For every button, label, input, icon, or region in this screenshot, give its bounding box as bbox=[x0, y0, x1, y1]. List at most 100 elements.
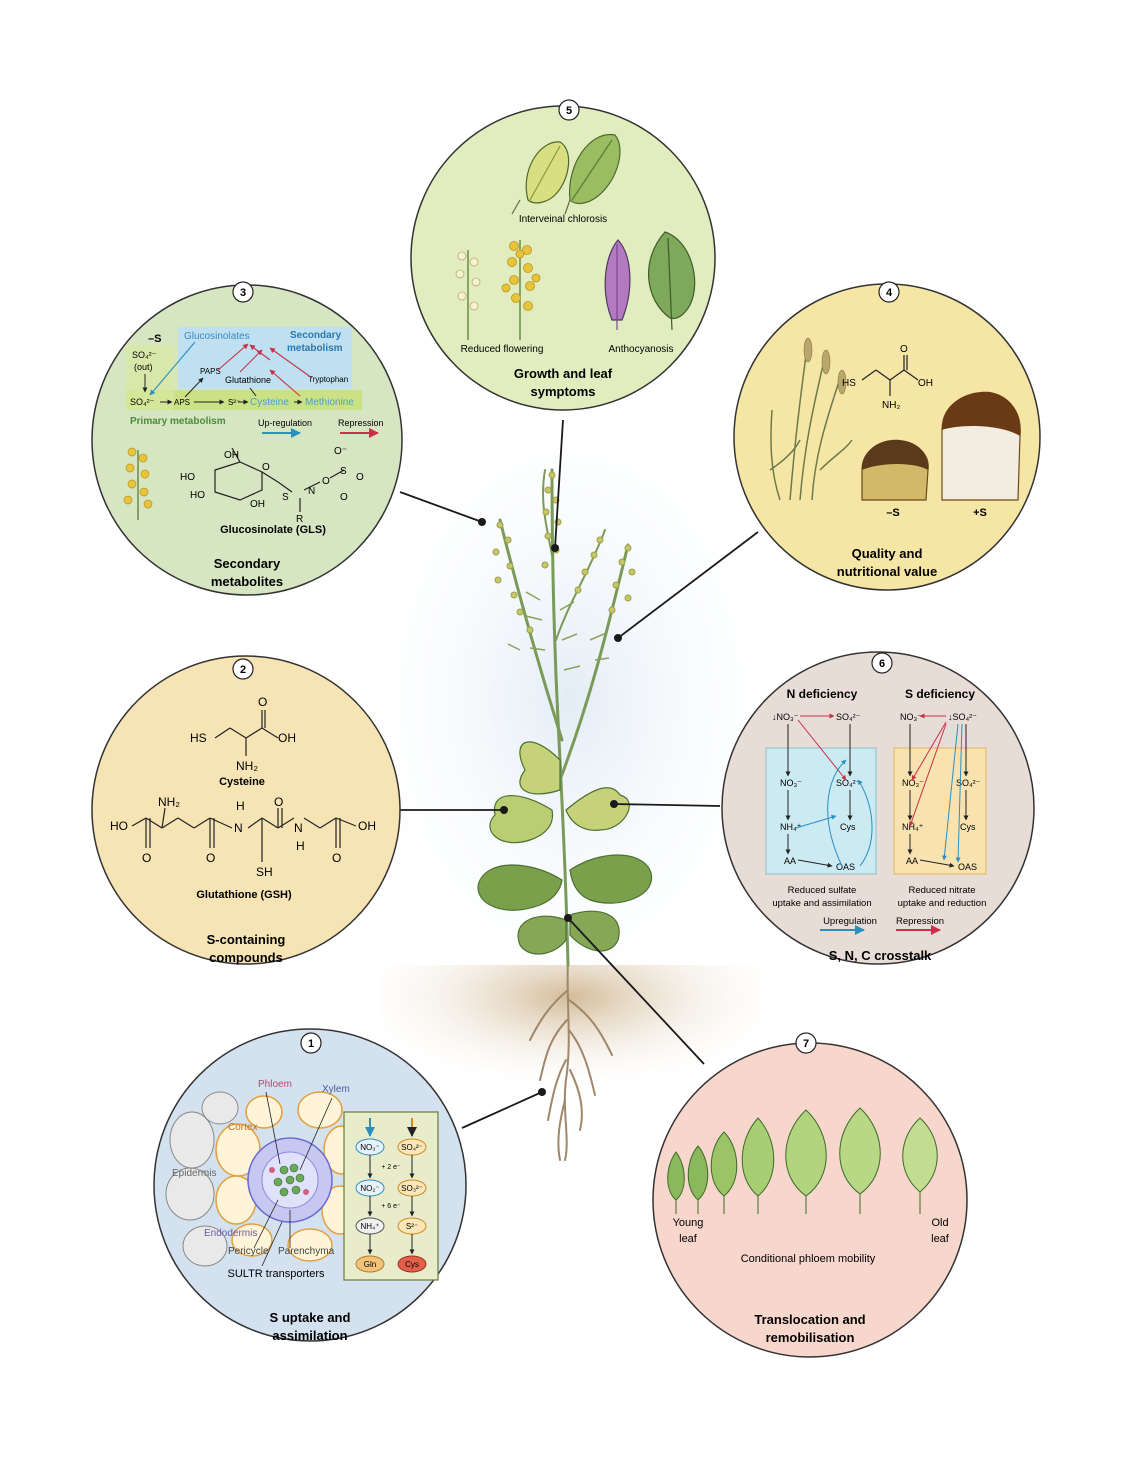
nitrate-pathway: NO₃⁻ NO₂⁻ NH₄⁺ Gln bbox=[355, 1138, 385, 1273]
svg-text:NH₂: NH₂ bbox=[158, 795, 180, 809]
minus-s-label: –S bbox=[148, 333, 161, 345]
svg-text:OAS: OAS bbox=[836, 862, 855, 872]
svg-text:O: O bbox=[258, 695, 267, 709]
bread-minus-s-icon bbox=[861, 439, 929, 501]
panel-quality-nutritional-value: 4 HS O OH NH₂ bbox=[733, 281, 1041, 591]
svg-text:Cys: Cys bbox=[405, 1260, 419, 1269]
svg-text:NO₃⁻: NO₃⁻ bbox=[360, 1143, 379, 1152]
so4-out-sub: (out) bbox=[134, 362, 153, 372]
primary-metabolism-label: Primary metabolism bbox=[130, 416, 226, 427]
svg-text:NH₂: NH₂ bbox=[236, 759, 258, 773]
svg-text:O: O bbox=[340, 492, 348, 503]
panel-secondary-metabolites: 3 –S SO₄²⁻ (out) SO₄²⁻ APS PAPS S²⁻ Glut… bbox=[91, 281, 403, 596]
panel-title-line-1: S uptake and bbox=[270, 1310, 351, 1325]
upregulation-label: Up-regulation bbox=[258, 418, 312, 428]
svg-text:NH₂: NH₂ bbox=[882, 400, 900, 411]
panel-title: S, N, C crosstalk bbox=[829, 948, 932, 963]
panel-number-badge bbox=[232, 281, 254, 303]
background bbox=[340, 370, 800, 1125]
svg-text:NH₄⁺: NH₄⁺ bbox=[780, 822, 802, 832]
svg-text:SO₄²⁻: SO₄²⁻ bbox=[836, 778, 861, 788]
glucosinolates-label: Glucosinolates bbox=[184, 331, 250, 342]
svg-text:Endodermis: Endodermis bbox=[204, 1228, 257, 1239]
panel-translocation-remobilisation: 7 Young leaf Old leaf Conditional phloem… bbox=[652, 1032, 968, 1358]
svg-text:AA: AA bbox=[906, 856, 918, 866]
svg-text:Cys: Cys bbox=[840, 822, 856, 832]
svg-text:NH₄⁺: NH₄⁺ bbox=[902, 822, 924, 832]
cysteine-structure bbox=[214, 710, 279, 756]
svg-text:leaf: leaf bbox=[679, 1233, 698, 1245]
svg-text:OH: OH bbox=[278, 731, 296, 745]
panel-circle bbox=[91, 655, 401, 965]
svg-text:HS: HS bbox=[842, 378, 856, 389]
secondary-metabolism-label: Secondary bbox=[290, 330, 342, 341]
connector-dots bbox=[478, 518, 622, 1096]
svg-text:O: O bbox=[262, 462, 270, 473]
sulfate-pathway: SO₄²⁻ SO₃²⁻ S²⁻ Cys bbox=[397, 1138, 427, 1273]
svg-text:N: N bbox=[308, 486, 315, 497]
panel-number-badge bbox=[300, 1032, 322, 1054]
svg-text:O: O bbox=[206, 851, 215, 865]
assimilation-box bbox=[343, 1111, 439, 1281]
svg-text:NO₂⁻: NO₂⁻ bbox=[360, 1184, 379, 1193]
svg-text:NO₃⁻: NO₃⁻ bbox=[900, 712, 922, 722]
paps-label: PAPS bbox=[200, 367, 221, 376]
reduced-flowering-icon bbox=[455, 240, 541, 340]
secondary-metabolism-label-2: metabolism bbox=[287, 343, 343, 354]
panel-number-badge bbox=[232, 658, 254, 680]
cysteine-structure bbox=[861, 355, 919, 396]
connectors bbox=[399, 419, 759, 1129]
panel-number-badge bbox=[878, 281, 900, 303]
svg-text:OH: OH bbox=[918, 378, 933, 389]
svg-text:HO: HO bbox=[190, 490, 205, 501]
panel-number: 6 bbox=[879, 658, 885, 670]
anthocyanosis-leaves-icon bbox=[604, 231, 696, 331]
panel-title-line-1: Translocation and bbox=[754, 1312, 865, 1327]
svg-text:R: R bbox=[296, 514, 303, 525]
svg-text:Young: Young bbox=[673, 1217, 704, 1229]
svg-text:uptake and reduction: uptake and reduction bbox=[898, 898, 987, 909]
panel-title-line-1: Quality and bbox=[852, 546, 923, 561]
svg-text:O: O bbox=[274, 795, 283, 809]
seed-pods bbox=[507, 591, 610, 671]
panel-title-line-2: assimilation bbox=[272, 1328, 347, 1343]
panel-number: 4 bbox=[886, 287, 893, 299]
panel-number: 7 bbox=[803, 1038, 809, 1050]
s-deficiency-label: S deficiency bbox=[905, 687, 975, 701]
glucosinolate-structure bbox=[214, 447, 345, 512]
n-deficiency-box bbox=[765, 747, 877, 875]
svg-text:O: O bbox=[332, 851, 341, 865]
svg-text:SH: SH bbox=[256, 865, 273, 879]
svg-text:HS: HS bbox=[190, 731, 207, 745]
roots bbox=[529, 959, 613, 1161]
svg-text:O: O bbox=[142, 851, 151, 865]
plus-s-label: +S bbox=[973, 507, 987, 519]
svg-text:NH₄⁺: NH₄⁺ bbox=[360, 1222, 379, 1231]
repression-label: Repression bbox=[896, 916, 944, 927]
svg-text:Cys: Cys bbox=[960, 822, 976, 832]
svg-text:uptake and assimilation: uptake and assimilation bbox=[772, 898, 871, 909]
svg-text:H: H bbox=[236, 799, 245, 813]
svg-text:HO: HO bbox=[180, 472, 195, 483]
panel-growth-leaf-symptoms: 5 Interveinal chlorosis bbox=[410, 99, 716, 411]
svg-text:SO₄²⁻: SO₄²⁻ bbox=[401, 1143, 423, 1152]
panel-number: 5 bbox=[566, 105, 572, 117]
svg-text:Phloem: Phloem bbox=[258, 1079, 292, 1090]
panel-title-line-2: remobilisation bbox=[766, 1330, 855, 1345]
svg-text:Gln: Gln bbox=[364, 1260, 376, 1269]
phloem-mobility-label: Conditional phloem mobility bbox=[741, 1253, 876, 1265]
panel-s-containing-compounds: 2 HS O OH NH₂ Cysteine HO O NH₂ bbox=[91, 655, 401, 965]
anthocyanosis-label: Anthocyanosis bbox=[608, 344, 673, 355]
svg-text:NO₃⁻: NO₃⁻ bbox=[780, 778, 802, 788]
root-cross-section-icon bbox=[165, 1091, 361, 1267]
svg-text:HO: HO bbox=[110, 819, 128, 833]
svg-text:OH: OH bbox=[250, 499, 265, 510]
svg-text:S: S bbox=[340, 466, 347, 477]
svg-text:AA: AA bbox=[784, 856, 796, 866]
svg-text:Xylem: Xylem bbox=[322, 1084, 350, 1095]
svg-text:+ 2 e⁻: + 2 e⁻ bbox=[381, 1164, 401, 1171]
panel-title-line-2: compounds bbox=[209, 950, 283, 965]
svg-text:SO₄²⁻: SO₄²⁻ bbox=[836, 712, 861, 722]
panel-title-line-1: S-containing bbox=[207, 932, 286, 947]
